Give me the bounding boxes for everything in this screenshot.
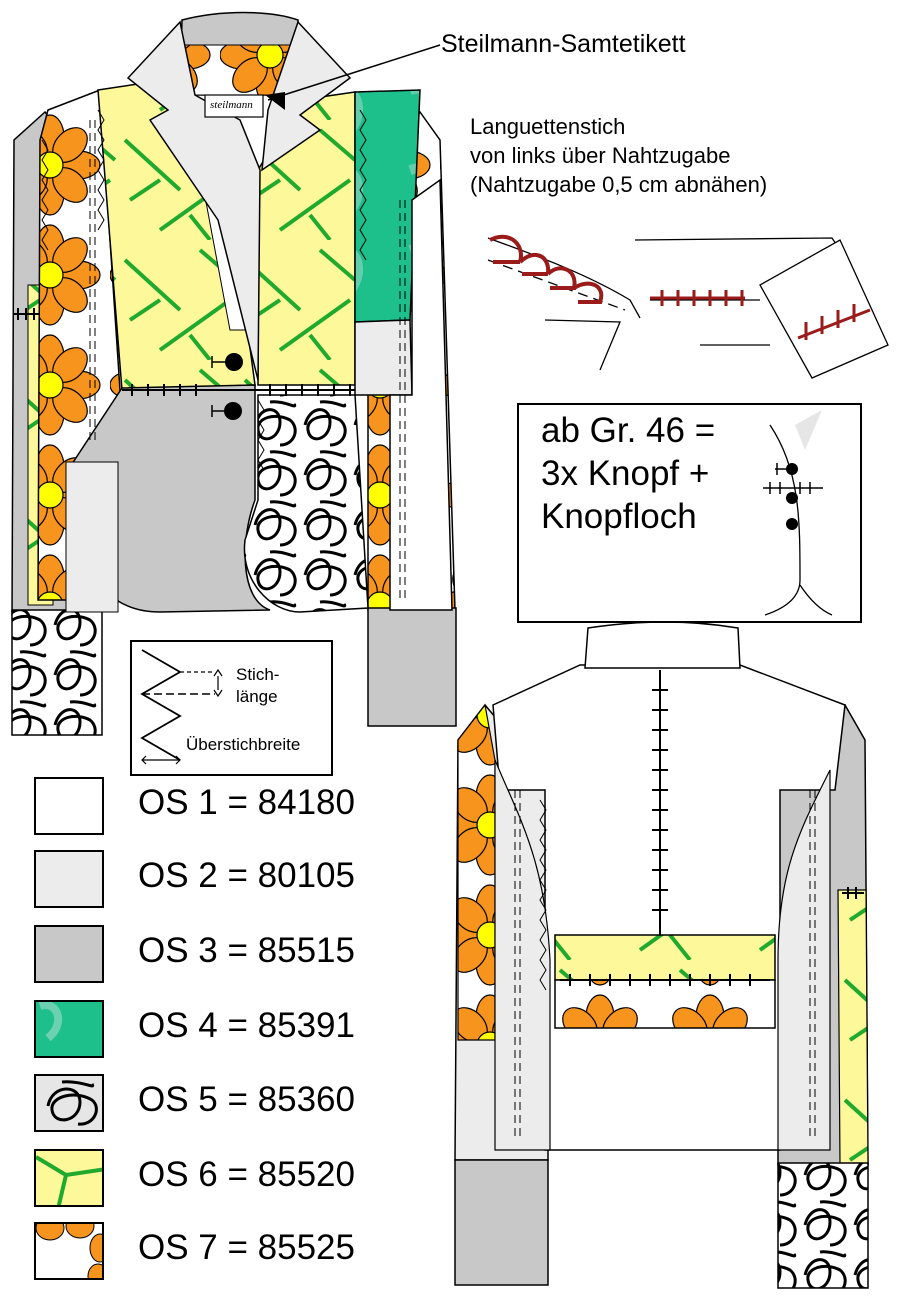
- info-line-1: ab Gr. 46 =: [541, 411, 716, 450]
- back-yellow-band: [554, 934, 776, 981]
- stitch-line-3: (Nahtzugabe 0,5 cm abnähen): [470, 172, 768, 197]
- blanket-stitch-detail: [487, 234, 889, 379]
- size-info-box: ab Gr. 46 = 3x Knopf + Knopfloch: [517, 403, 862, 623]
- legend-label-os3: OS 3 = 85515: [138, 931, 355, 970]
- front-right-lapel: [261, 20, 352, 172]
- back-left-cuff: [454, 1159, 549, 1286]
- stitch-length-label: Stich- länge: [236, 664, 279, 708]
- front-button-top: [225, 353, 243, 371]
- info-line-3: Knopfloch: [541, 497, 697, 536]
- legend-label-os1: OS 1 = 84180: [138, 783, 355, 822]
- front-button-bottom: [224, 402, 242, 420]
- stitch-length-line-1: Stich-: [236, 665, 280, 684]
- stitch-legend-box: Stich- länge Überstichbreite: [130, 640, 333, 776]
- swatch-os1: [34, 777, 104, 835]
- stitch-line-2: von links über Nahtzugabe: [470, 143, 731, 168]
- legend-row-os2: OS 2 = 80105: [34, 850, 394, 910]
- info-line-2: 3x Knopf +: [541, 454, 710, 493]
- stitch-annotation: Languettenstich von links über Nahtzugab…: [470, 112, 767, 199]
- front-teal-stripe: [354, 89, 421, 323]
- legend-label-os5: OS 5 = 85360: [138, 1080, 355, 1119]
- legend-label-os2: OS 2 = 80105: [138, 856, 355, 895]
- swatch-os7: [34, 1222, 104, 1280]
- velvet-label-annotation: Steilmann-Samtetikett: [441, 30, 686, 58]
- legend-row-os7: OS 7 = 85525: [34, 1222, 394, 1282]
- legend-row-os3: OS 3 = 85515: [34, 925, 394, 985]
- legend-label-os4: OS 4 = 85391: [138, 1006, 355, 1045]
- front-lower-scribble: [243, 394, 369, 613]
- size-info-text: ab Gr. 46 = 3x Knopf + Knopfloch: [541, 409, 715, 538]
- back-collar: [584, 621, 741, 669]
- back-flower-band: [554, 979, 776, 1029]
- swatch-os2: [34, 850, 104, 908]
- legend-label-os6: OS 6 = 85520: [138, 1155, 355, 1194]
- legend-row-os4: OS 4 = 85391: [34, 1000, 394, 1060]
- swatch-os6: [34, 1149, 104, 1207]
- stitch-width-graphic: [140, 649, 223, 765]
- legend-row-os1: OS 1 = 84180: [34, 777, 394, 837]
- swatch-os4: [34, 1000, 104, 1058]
- swatch-os5: [34, 1074, 104, 1132]
- velvet-tag: [204, 94, 264, 118]
- stitch-line-1: Languettenstich: [470, 114, 626, 139]
- legend-label-os7: OS 7 = 85525: [138, 1228, 355, 1267]
- swatch-os3: [34, 925, 104, 983]
- back-jacket: [454, 621, 869, 1289]
- stitch-length-line-2: länge: [236, 687, 278, 706]
- front-left-cuff: [11, 609, 103, 736]
- back-right-cuff: [777, 1162, 869, 1289]
- size-info-graphic: [763, 410, 833, 616]
- front-jacket: [11, 11, 457, 736]
- stitch-width-label: Überstichbreite: [186, 735, 301, 754]
- legend-row-os6: OS 6 = 85520: [34, 1149, 394, 1209]
- tag-text: steilmann: [210, 99, 253, 111]
- front-right-cuff: [367, 607, 457, 727]
- legend-row-os5: OS 5 = 85360: [34, 1074, 394, 1134]
